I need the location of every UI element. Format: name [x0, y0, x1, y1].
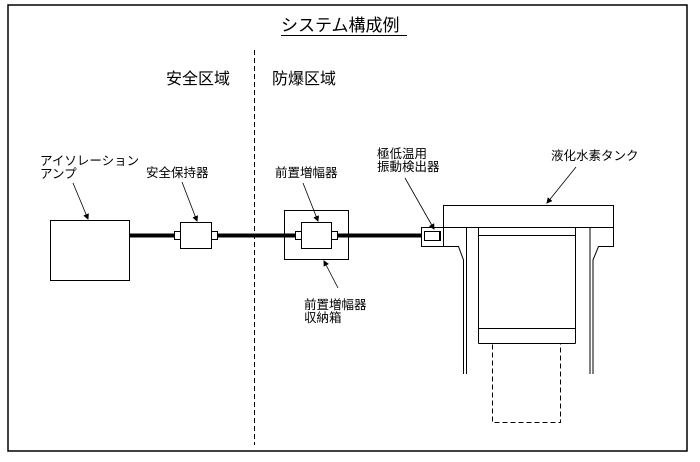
preamp-enclosure-label-line1: 前置増幅器	[304, 297, 367, 312]
tank-flange	[443, 227, 464, 374]
isolation-amp	[50, 220, 130, 281]
zone-label-hazardous: 防爆区域	[272, 69, 336, 88]
preamp-leader	[302, 182, 319, 222]
outer-frame	[7, 4, 688, 452]
zone-label-safe: 安全区域	[166, 69, 230, 88]
preamp-label: 前置増幅器	[275, 165, 338, 180]
diagram-title: システム構成例	[281, 16, 400, 36]
isolation-amp-label-line1: アイソレーション	[40, 153, 139, 168]
safety-barrier-leader	[181, 181, 199, 222]
safety-barrier	[174, 222, 218, 249]
isolation-amp-label-line2: アンプ	[40, 166, 77, 181]
cryogenic-sensor	[421, 227, 444, 247]
safety-barrier-label: 安全保持器	[146, 165, 209, 180]
lh2-tank-leader	[546, 166, 577, 204]
lh2-tank	[443, 205, 614, 423]
preamp	[295, 222, 338, 249]
cryogenic-sensor-leader	[404, 177, 435, 230]
preamp-enclosure-leader	[323, 260, 339, 289]
preamp-enclosure-label-line2: 収納箱	[304, 310, 342, 325]
tank-dashed-extension	[492, 343, 561, 423]
cryogenic-sensor-label-line2: 振動検出器	[377, 159, 440, 174]
lh2-tank-label: 液化水素タンク	[551, 148, 639, 163]
tank-lid	[443, 205, 614, 228]
cryogenic-sensor-label-line1: 極低温用	[377, 146, 427, 161]
isolation-amp-leader	[72, 182, 89, 220]
